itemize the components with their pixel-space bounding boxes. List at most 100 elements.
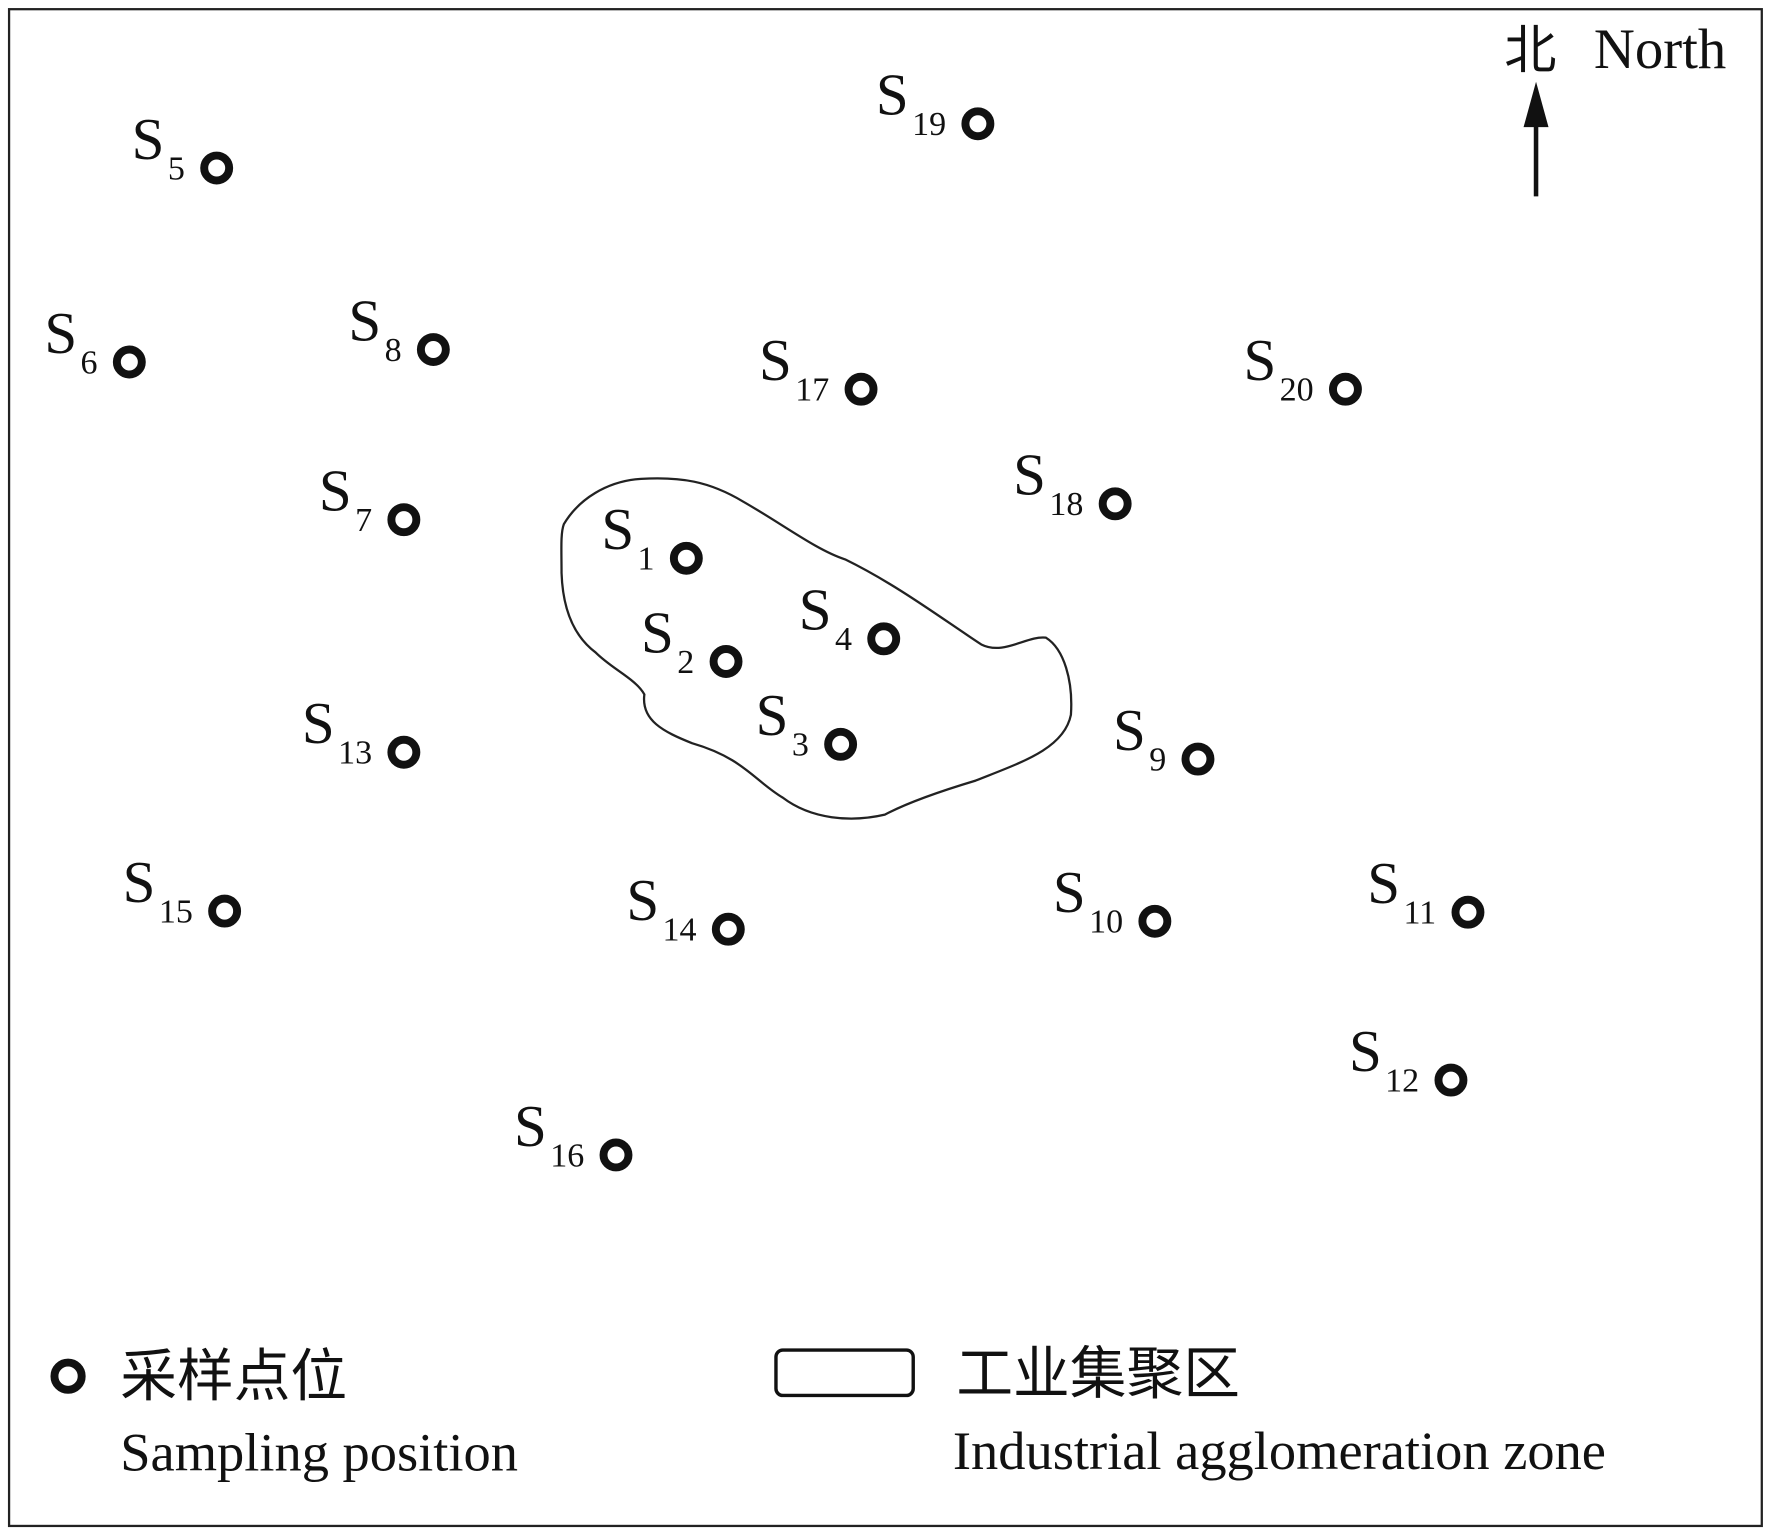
site-label-letter: S — [1113, 697, 1146, 763]
site-label-number: 18 — [1049, 486, 1083, 523]
legend-zone-en: Industrial agglomeration zone — [953, 1420, 1606, 1481]
site-label-letter: S — [514, 1093, 547, 1159]
site-label-letter: S — [1013, 442, 1046, 508]
sampling-marker-icon — [844, 372, 878, 406]
site-label-number: 14 — [663, 912, 697, 949]
sampling-marker-icon — [961, 107, 995, 141]
sampling-marker-icon — [387, 735, 421, 769]
sampling-marker-icon — [1329, 372, 1362, 406]
sampling-marker-icon — [669, 541, 703, 575]
site-label-letter: S — [132, 106, 165, 172]
sampling-marker-icon — [711, 912, 745, 946]
site-label-letter: S — [1349, 1018, 1382, 1084]
north-arrow-head-icon — [1523, 81, 1549, 128]
site-label-number: 17 — [795, 372, 829, 409]
site-label-number: 7 — [355, 502, 372, 539]
site-label-letter: S — [641, 599, 674, 665]
site-label-number: 8 — [385, 332, 402, 369]
site-label-number: 4 — [835, 621, 852, 658]
site-label-letter: S — [876, 62, 909, 128]
site-label-letter: S — [756, 682, 789, 748]
sampling-marker-icon — [387, 503, 421, 537]
site-label-number: 13 — [338, 735, 372, 772]
sampling-marker-icon — [200, 151, 234, 185]
site-label-letter: S — [1243, 327, 1276, 393]
site-label-number: 2 — [677, 644, 694, 681]
north-label-cn: 北 — [1504, 23, 1556, 80]
site-label-letter: S — [44, 300, 77, 366]
site-label-number: 6 — [81, 344, 98, 381]
sampling-marker-icon — [416, 333, 450, 366]
site-label-number: 10 — [1089, 904, 1123, 941]
sampling-marker-icon — [599, 1138, 633, 1172]
site-label-number: 15 — [159, 893, 193, 930]
map-frame — [7, 8, 1763, 1528]
sampling-marker-icon — [709, 645, 743, 678]
industrial-zone-outline — [560, 477, 1073, 820]
site-label-number: 9 — [1149, 741, 1166, 778]
sampling-marker-icon — [824, 727, 858, 761]
site-label-number: 3 — [792, 727, 809, 764]
legend: 采样点位 Sampling position 工业集聚区 Industrial … — [50, 1343, 1606, 1482]
sampling-marker-icon — [1181, 742, 1215, 776]
site-label-number: 20 — [1280, 372, 1314, 409]
site-label-number: 12 — [1385, 1062, 1419, 1099]
sampling-marker-icon — [1138, 904, 1172, 938]
sampling-marker-icon — [867, 622, 901, 656]
site-label-letter: S — [123, 849, 156, 915]
site-label-letter: S — [302, 690, 335, 756]
north-label-en: North — [1594, 18, 1726, 81]
site-label-letter: S — [799, 577, 832, 643]
site-label-number: 16 — [550, 1137, 584, 1174]
sampling-marker-icon — [208, 894, 242, 928]
sampling-marker-icon — [1451, 895, 1485, 929]
site-label-letter: S — [759, 327, 792, 393]
site-label-letter: S — [1367, 850, 1400, 916]
site-label-letter: S — [626, 867, 659, 933]
site-label-letter: S — [319, 458, 352, 524]
sampling-marker-icon — [1434, 1063, 1468, 1097]
site-label-number: 1 — [638, 541, 655, 578]
site-label-letter: S — [348, 287, 381, 353]
site-label-letter: S — [1053, 859, 1086, 925]
site-label-number: 5 — [168, 150, 185, 187]
